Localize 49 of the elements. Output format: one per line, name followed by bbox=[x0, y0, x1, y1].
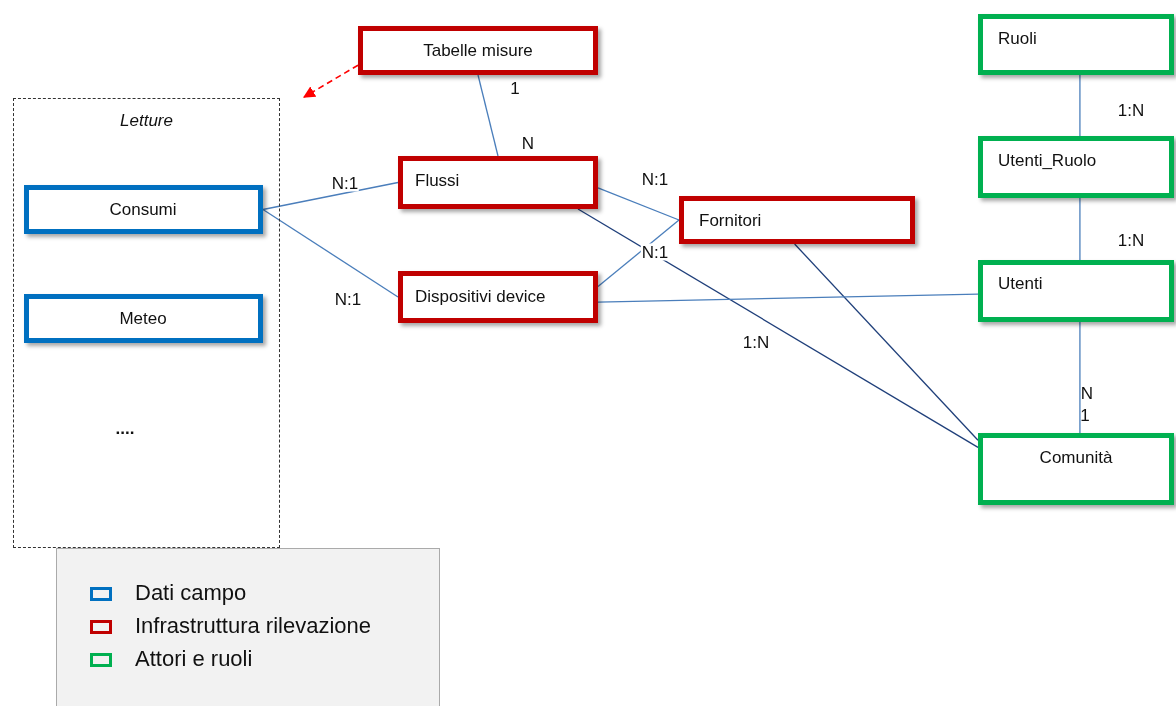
connector-line bbox=[1079, 74, 1081, 137]
entity-box bbox=[679, 196, 915, 244]
legend-label: Attori e ruoli bbox=[135, 646, 253, 672]
entity-name: Utenti bbox=[998, 274, 1043, 294]
cardinality-label: 1:N bbox=[1116, 231, 1146, 249]
entity-name: Consumi bbox=[108, 199, 178, 220]
group-frame bbox=[13, 98, 280, 548]
entity-name: Ruoli bbox=[998, 29, 1037, 49]
connector-line bbox=[597, 293, 979, 303]
cardinality-label: 1:N bbox=[1116, 101, 1146, 119]
dashed-arrow bbox=[303, 64, 359, 98]
entity-name: Dispositivi device bbox=[415, 287, 546, 307]
connector-line bbox=[597, 187, 680, 221]
cardinality-label: 1 bbox=[510, 79, 520, 97]
entity-box bbox=[358, 26, 598, 75]
entity-name: Fornitori bbox=[699, 211, 762, 231]
entity-box bbox=[23, 184, 263, 234]
entity-name: Comunità bbox=[1038, 448, 1114, 468]
entity-box bbox=[398, 156, 598, 209]
entity-name: Utenti_Ruolo bbox=[998, 151, 1097, 171]
entity-box bbox=[398, 271, 598, 323]
connector-line bbox=[577, 208, 979, 449]
entity-box bbox=[978, 136, 1174, 198]
entity-name: Meteo bbox=[118, 308, 168, 329]
entity-name: Tabelle misure bbox=[422, 41, 534, 61]
entity-box bbox=[23, 293, 263, 343]
connector-line bbox=[1079, 197, 1081, 261]
connector-line bbox=[1079, 321, 1081, 434]
connector-line bbox=[597, 219, 680, 288]
connector-line bbox=[794, 243, 979, 441]
connector-line bbox=[477, 74, 499, 157]
ellipsis-text: .... bbox=[115, 419, 135, 437]
cardinality-label: N bbox=[1080, 384, 1094, 402]
entity-box bbox=[978, 14, 1174, 75]
entity-name: Flussi bbox=[415, 171, 460, 191]
entity-box bbox=[978, 433, 1174, 505]
connector-line bbox=[262, 181, 399, 211]
cardinality-label: N:1 bbox=[330, 174, 360, 192]
cardinality-label: N bbox=[521, 134, 535, 152]
cardinality-label: N:1 bbox=[333, 290, 363, 308]
legend-label: Infrastruttura rilevazione bbox=[135, 613, 371, 639]
cardinality-label: 1:N bbox=[741, 333, 771, 351]
cardinality-label: N:1 bbox=[640, 243, 670, 261]
connector-line bbox=[262, 208, 399, 298]
entity-box bbox=[978, 260, 1174, 322]
cardinality-label: N:1 bbox=[640, 170, 670, 188]
legend-label: Dati campo bbox=[135, 580, 247, 606]
cardinality-label: 1 bbox=[1080, 406, 1090, 424]
group-title: Letture bbox=[119, 111, 174, 131]
